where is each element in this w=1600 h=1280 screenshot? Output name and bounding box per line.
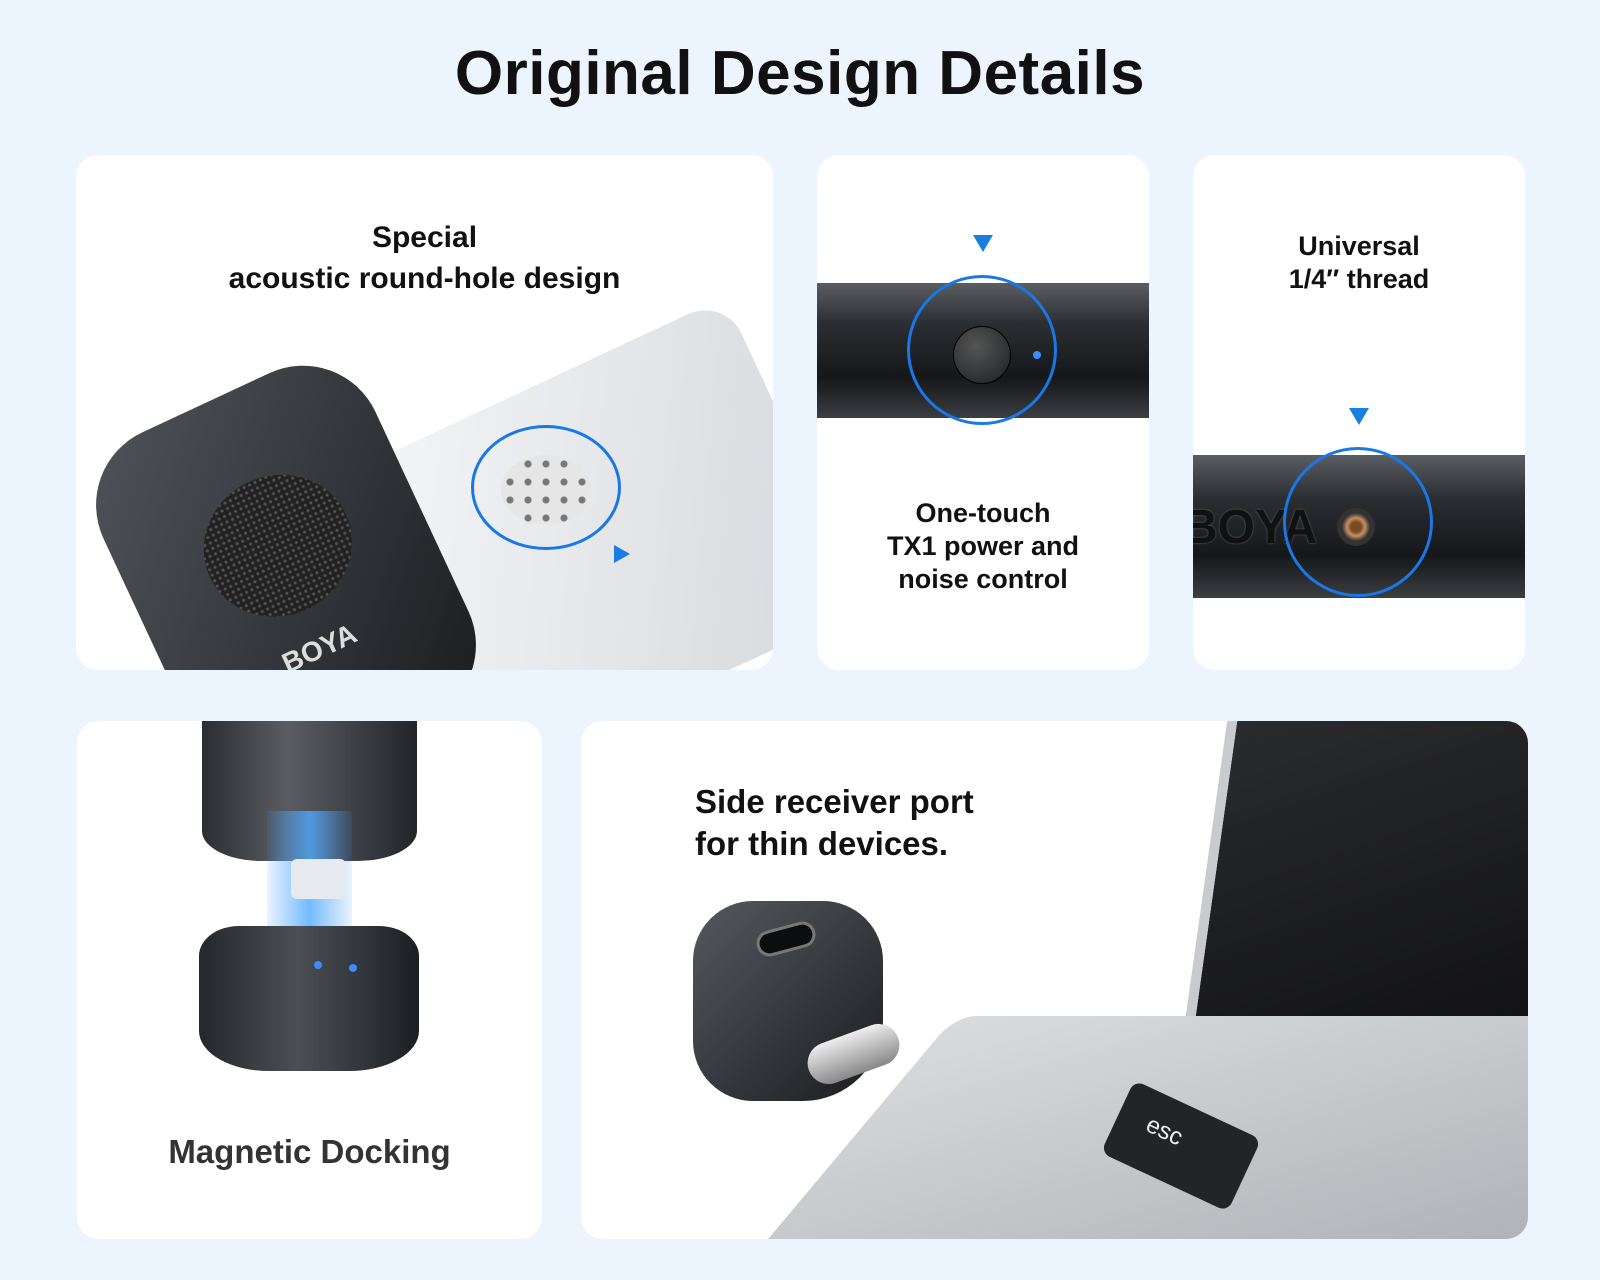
caption: One-touch TX1 power and noise control <box>886 498 1080 594</box>
pointer-arrow-icon <box>1349 408 1369 425</box>
esc-key-label: esc <box>1141 1110 1188 1152</box>
receiver-base-image <box>199 926 419 1071</box>
led-indicator <box>314 961 322 969</box>
highlight-ring <box>1283 447 1433 597</box>
highlight-ring <box>471 425 621 550</box>
card-magnetic-docking: Magnetic Docking <box>77 721 542 1239</box>
acoustic-holes <box>501 455 591 525</box>
brand-logo: BOYA <box>277 617 362 670</box>
caption: Universal 1/4″ thread <box>1288 231 1430 294</box>
mesh-grille <box>180 450 376 641</box>
arrow-icon <box>614 545 630 563</box>
card-side-port: esc Side receiver port for thin devices. <box>581 721 1528 1239</box>
card-one-touch: One-touch TX1 power and noise control <box>817 155 1149 670</box>
led-indicator <box>349 964 357 972</box>
caption: Special acoustic round-hole design <box>228 221 621 295</box>
page-title: Original Design Details <box>454 39 1146 108</box>
card-acoustic-design: Special acoustic round-hole design BOYA <box>76 155 773 670</box>
caption: Side receiver port for thin devices. <box>695 783 974 862</box>
lightning-connector <box>291 859 346 899</box>
highlight-ring <box>907 275 1057 425</box>
pointer-arrow-icon <box>973 235 993 252</box>
caption: Magnetic Docking <box>168 1133 451 1170</box>
card-thread: Universal 1/4″ thread BOYA <box>1193 155 1525 670</box>
